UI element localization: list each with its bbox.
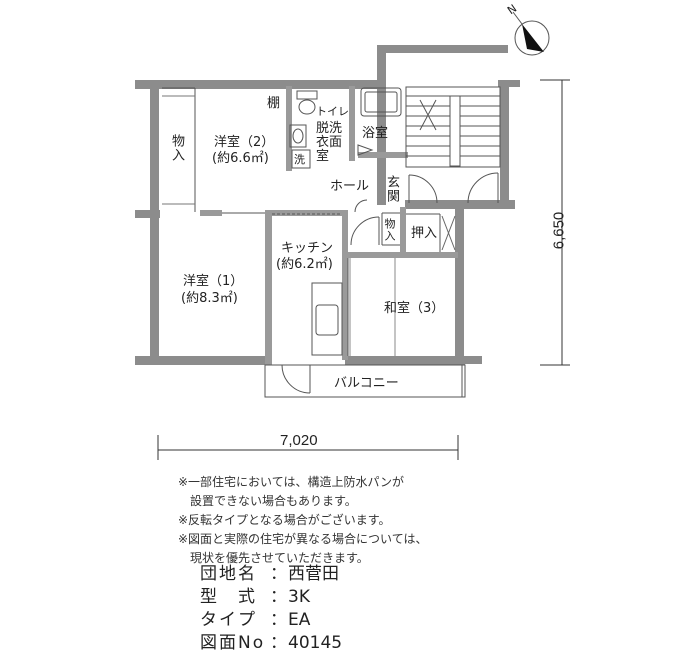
note-line: 設置できない場合もあります。 bbox=[178, 494, 357, 508]
info-key: 団地名 bbox=[200, 564, 257, 584]
info-row-drawing-no: 図面No ： 40145 bbox=[200, 633, 343, 653]
room-storage-small: 物入 bbox=[383, 218, 396, 242]
tatami-lines bbox=[349, 258, 396, 356]
info-key: タイプ bbox=[200, 610, 257, 630]
room-storage-left: 物入 bbox=[169, 134, 184, 162]
room-hall: ホール bbox=[330, 179, 370, 194]
compass-icon bbox=[512, 11, 550, 56]
staircase bbox=[405, 86, 501, 168]
info-key: 図面No bbox=[200, 633, 266, 653]
washbasin-fixture bbox=[289, 124, 307, 148]
room-balcony: バルコニー bbox=[334, 376, 399, 391]
info-value: 3K bbox=[288, 587, 310, 607]
info-value: 西菅田 bbox=[288, 564, 339, 584]
dimension-lines bbox=[157, 79, 570, 460]
notes-block: ※一部住宅においては、構造上防水パンが 設置できない場合もあります。 ※反転タイ… bbox=[178, 473, 427, 568]
room-entrance: 玄関 bbox=[384, 175, 399, 203]
note-line: ※一部住宅においては、構造上防水パンが bbox=[178, 475, 405, 489]
property-info: 団地名 ： 西菅田 型 式 ： 3K タイプ ： EA 図面No ： 40145 bbox=[200, 563, 342, 655]
dimension-height-label: 6,650 bbox=[550, 211, 568, 250]
room-japanese3: 和室（3） bbox=[384, 301, 445, 316]
info-row-estate: 団地名 ： 西菅田 bbox=[200, 564, 339, 584]
note-line: ※図面と実際の住宅が異なる場合については、 bbox=[178, 532, 428, 546]
storage-left-shading bbox=[162, 95, 195, 205]
room-western2-area: (約6.6㎡) bbox=[212, 151, 269, 166]
dimension-width-label: 7,020 bbox=[280, 432, 318, 449]
room-kitchen-area: (約6.2㎡) bbox=[276, 257, 333, 272]
toilet-fixture bbox=[296, 90, 318, 115]
info-row-type: 型 式 ： 3K bbox=[200, 587, 310, 607]
info-row-layout: タイプ ： EA bbox=[200, 610, 311, 630]
room-closet: 押入 bbox=[411, 226, 438, 241]
room-western2-name: 洋室（2） bbox=[214, 135, 275, 150]
bathtub-fixture bbox=[357, 87, 402, 156]
door-swings bbox=[281, 172, 499, 394]
room-washer: 洗 bbox=[294, 153, 305, 166]
room-kitchen-name: キッチン bbox=[281, 241, 334, 256]
closet-x bbox=[441, 215, 456, 251]
room-dressing: 脱洗衣面室 bbox=[316, 121, 343, 164]
washer-box bbox=[291, 149, 311, 169]
info-value: EA bbox=[288, 610, 311, 630]
room-shelf: 棚 bbox=[267, 96, 281, 111]
room-bath: 浴室 bbox=[362, 126, 389, 141]
kitchen-counter bbox=[311, 282, 343, 356]
room-western1-area: (約8.3㎡) bbox=[181, 291, 238, 306]
note-line: ※反転タイプとなる場合がございます。 bbox=[178, 513, 391, 527]
room-western1-name: 洋室（1） bbox=[183, 274, 244, 289]
interior-walls bbox=[200, 86, 458, 365]
note-line: 現状を優先させていただきます。 bbox=[178, 551, 369, 565]
floor-plan bbox=[135, 11, 570, 460]
room-toilet: トイレ bbox=[316, 105, 349, 118]
info-value: 40145 bbox=[288, 633, 343, 653]
info-key: 型 式 bbox=[200, 587, 257, 607]
exterior-walls bbox=[135, 45, 520, 365]
partition-lines bbox=[162, 87, 441, 356]
balcony-outline bbox=[264, 364, 466, 398]
